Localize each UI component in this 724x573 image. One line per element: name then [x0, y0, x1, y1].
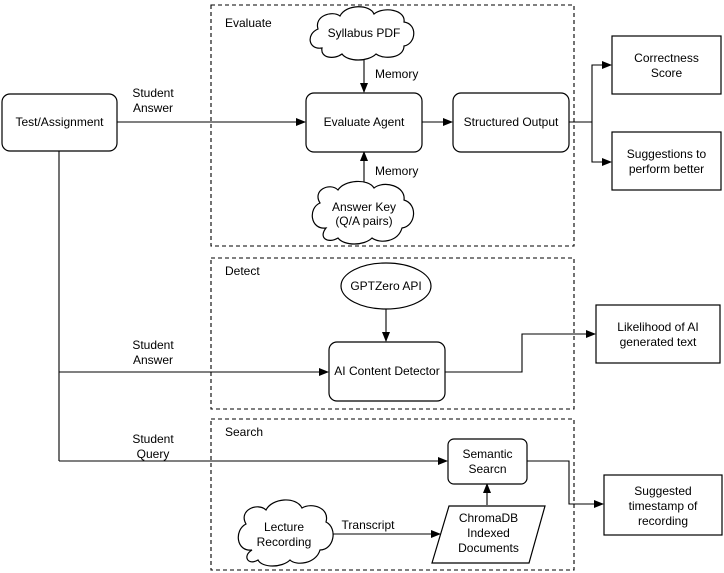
search-group: [210, 418, 575, 571]
likelihood-node: [595, 304, 721, 364]
evaluate-group-label: Evaluate: [225, 16, 272, 30]
chromadb-line1: ChromaDB: [459, 511, 518, 525]
suggested-timestamp-line3: recording: [638, 514, 688, 528]
transcript-label: Transcript: [342, 518, 396, 532]
likelihood-line1: Likelihood of AI: [617, 320, 698, 334]
chromadb-line2: Indexed: [467, 526, 510, 540]
lecture-recording-line1: Lecture: [264, 520, 304, 534]
chromadb-line3: Documents: [458, 541, 519, 555]
student-answer-label-1-line1: Student: [132, 86, 174, 100]
likelihood-line2: generated text: [620, 335, 697, 349]
edge-to-suggestions: [591, 122, 612, 166]
evaluate-agent-label: Evaluate Agent: [324, 115, 405, 129]
memory-label-top: Memory: [375, 67, 418, 81]
suggested-timestamp-line2: timestamp of: [629, 499, 698, 513]
evaluate-group: [210, 4, 575, 247]
semantic-search-line1: Semantic: [462, 447, 512, 461]
structured-output-label: Structured Output: [464, 115, 559, 129]
syllabus-pdf-cloud: [309, 6, 415, 61]
semantic-search-line2: Searcn: [468, 462, 506, 476]
answer-key-cloud: [311, 180, 415, 245]
suggested-timestamp-line1: Suggested: [634, 484, 691, 498]
edge-to-correctness-score: [591, 61, 612, 122]
answer-key-label-line1: Answer Key: [332, 200, 396, 214]
gptzero-api-label: GPTZero API: [350, 279, 421, 293]
chromadb-node: [431, 505, 546, 564]
correctness-score-line2: Score: [651, 66, 683, 80]
test-assignment-label: Test/Assignment: [15, 115, 104, 129]
suggestions-line2: perform better: [629, 162, 704, 176]
gptzero-api-node: [340, 262, 432, 310]
test-assignment-node: [1, 93, 118, 152]
detect-group-label: Detect: [225, 264, 260, 278]
evaluate-agent-node: [305, 92, 423, 153]
edge-semantic-search-to-timestamp: [527, 460, 604, 508]
correctness-score-node: [611, 35, 722, 95]
structured-output-node: [452, 92, 570, 153]
student-answer-label-2-line1: Student: [132, 338, 174, 352]
memory-label-bottom: Memory: [375, 164, 418, 178]
suggested-timestamp-node: [603, 474, 723, 536]
student-query-label-line2: Query: [137, 447, 170, 461]
ai-content-detector-label: AI Content Detector: [334, 364, 439, 378]
detect-group: [210, 257, 575, 410]
lecture-recording-line2: Recording: [257, 535, 312, 549]
suggestions-line1: Suggestions to: [627, 147, 707, 161]
lecture-recording-cloud: [237, 499, 334, 567]
syllabus-pdf-label: Syllabus PDF: [328, 26, 401, 40]
answer-key-label-line2: (Q/A pairs): [335, 214, 392, 228]
correctness-score-line1: Correctness: [634, 51, 699, 65]
student-answer-label-2-line2: Answer: [133, 353, 173, 367]
search-group-label: Search: [225, 425, 263, 439]
edge-detector-to-likelihood: [445, 330, 596, 373]
ai-content-detector-node: [328, 341, 446, 402]
semantic-search-node: [447, 438, 528, 485]
suggestions-node: [611, 131, 722, 191]
student-query-label-line1: Student: [132, 432, 174, 446]
student-answer-label-1-line2: Answer: [133, 101, 173, 115]
